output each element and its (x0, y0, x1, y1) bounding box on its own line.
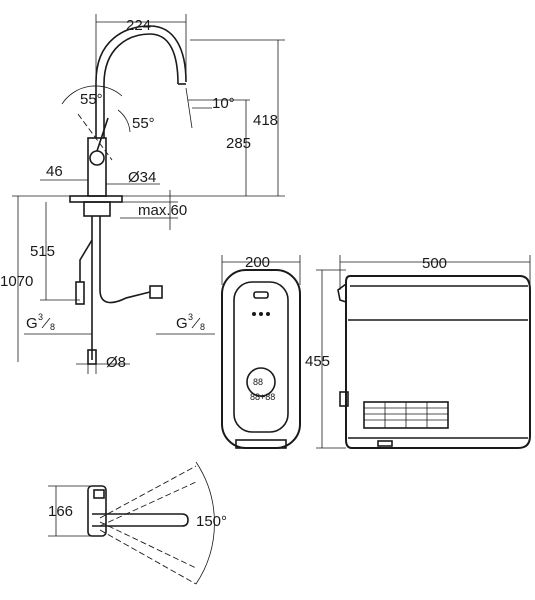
spout-top-outline (92, 513, 189, 527)
dim-rotation: 150° (196, 513, 227, 530)
boiler-front-panel (233, 281, 289, 433)
base-plate (69, 195, 123, 203)
led-dot (266, 312, 270, 316)
hose-branch (79, 239, 93, 282)
thread-left-label: G 3 8 (26, 312, 55, 332)
connector-right (149, 285, 163, 299)
svg-text:G: G (26, 315, 38, 332)
top-lever (93, 489, 105, 499)
display-label: 88 (253, 377, 263, 387)
dim-hose-length: 1070 (0, 273, 33, 290)
dim-max-thickness: max.60 (138, 202, 187, 219)
led-dot (259, 312, 263, 316)
svg-text:8: 8 (50, 322, 55, 332)
arc-angle-left (61, 85, 123, 105)
boiler-base (235, 439, 287, 449)
rear-valve (339, 391, 349, 407)
mount-nut (83, 201, 111, 217)
vent-grille (363, 401, 449, 429)
svg-text:3: 3 (38, 312, 43, 322)
boiler-side-view: 500 455 (305, 255, 531, 449)
spout-inner-outline (103, 33, 179, 138)
rotation-arc (195, 461, 215, 585)
dim-diameter: Ø34 (128, 169, 156, 186)
spout-rotated-up-2 (99, 481, 197, 527)
faucet-side-view: 224 418 285 55° 55° 10° 46 Ø34 max.60 (0, 14, 285, 374)
spout-rotated-down (99, 521, 197, 569)
hose-right (99, 216, 151, 304)
svg-text:8: 8 (200, 322, 205, 332)
arc-angle-lever (117, 109, 131, 133)
faucet-body (87, 137, 107, 197)
display-button-label: 88+88 (250, 392, 275, 402)
dim-base-offset: 46 (46, 163, 63, 180)
dim-angle-lever: 55° (132, 115, 155, 132)
svg-text:3: 3 (188, 312, 193, 322)
boiler-foot (377, 440, 393, 447)
dim-height-total: 418 (253, 112, 278, 129)
connector-left (75, 281, 85, 305)
dim-pipe-diameter: Ø8 (106, 354, 126, 371)
svg-text:G: G (176, 315, 188, 332)
dim-top-depth: 166 (48, 503, 73, 520)
dim-width: 224 (126, 17, 151, 34)
lever-pivot (89, 150, 105, 166)
dim-height-spout: 285 (226, 135, 251, 152)
faucet-top-view: 166 150° (48, 461, 227, 585)
spout-rotated-down-2 (99, 529, 197, 585)
spout-outline (95, 25, 187, 138)
thread-right-label: G 3 8 (176, 312, 205, 332)
dim-angle-spout: 10° (212, 95, 235, 112)
rear-fitting (337, 283, 347, 303)
dim-angle-left: 55° (80, 91, 103, 108)
dim-hose-mid: 515 (30, 243, 55, 260)
boiler-side-housing (345, 275, 531, 449)
spout-rotated-up (99, 465, 197, 519)
display-ring (246, 367, 276, 397)
spout-angle-line (185, 87, 193, 129)
indicator-slot (253, 291, 269, 299)
top-body (87, 485, 107, 537)
dim-boiler-height: 455 (305, 353, 330, 370)
led-dot (252, 312, 256, 316)
lever-handle (96, 117, 109, 152)
dim-boiler-width: 200 (245, 254, 270, 271)
dim-boiler-depth: 500 (422, 255, 447, 272)
boiler-front-view: 200 88 88+88 (221, 254, 301, 449)
centerline (77, 113, 113, 161)
